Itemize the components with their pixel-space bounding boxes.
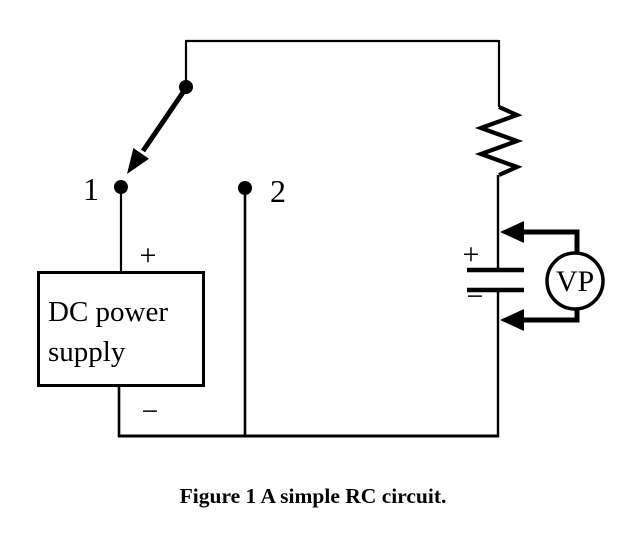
supply-positive-sign: + <box>140 239 157 272</box>
switch-position-2-label: 2 <box>270 173 286 209</box>
probe-top-arrowhead <box>500 221 524 243</box>
voltage-probe-circle <box>545 251 605 311</box>
switch-position-2-dot[interactable] <box>238 181 252 195</box>
probe-bottom-lead <box>522 308 580 323</box>
resistor <box>474 105 524 177</box>
figure-caption: Figure 1 A simple RC circuit. <box>180 484 447 508</box>
supply-negative-sign: − <box>142 395 159 428</box>
switch-arm-arrowhead[interactable] <box>127 148 149 174</box>
switch-arm[interactable] <box>140 86 189 153</box>
voltage-probe-label: VP <box>556 265 594 298</box>
probe-bottom-arrowhead <box>500 309 524 331</box>
capacitor-positive-sign: + <box>463 238 480 271</box>
switch-position-1-label: 1 <box>83 171 99 207</box>
probe-top-lead <box>522 229 580 253</box>
dc-power-supply-box <box>37 271 205 387</box>
capacitor-negative-sign: − <box>467 280 484 313</box>
dc-power-supply-label-line1: DC power <box>48 296 168 328</box>
switch-position-1-dot[interactable] <box>114 180 128 194</box>
dc-power-supply-label-line2: supply <box>48 336 126 368</box>
